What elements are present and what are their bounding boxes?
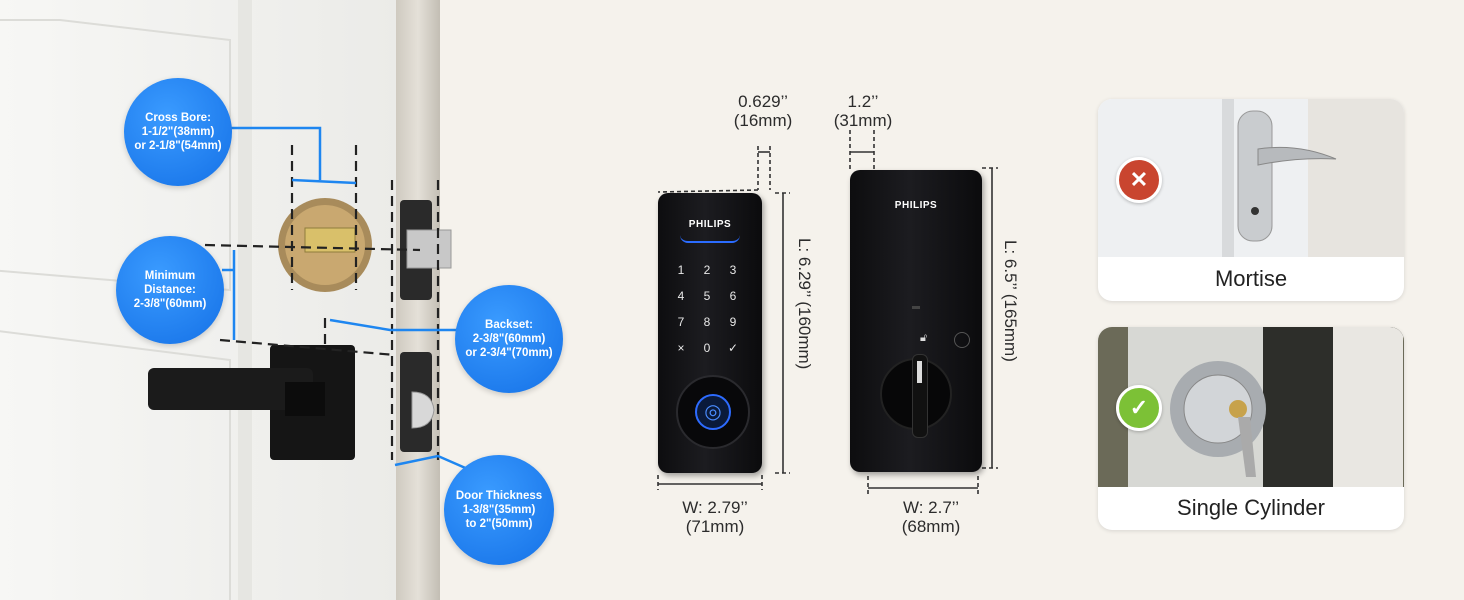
front-lock-body: PHILIPS 1 2 3 4 5 6 7 8 9 × 0 ✓ ◎ xyxy=(658,193,762,473)
keypad-key[interactable]: ✓ xyxy=(727,341,739,355)
mortise-label: Mortise xyxy=(1214,266,1288,291)
check-icon: ✓ xyxy=(1116,385,1162,431)
minimum-distance-callout: Minimum Distance: 2-3/8"(60mm) xyxy=(116,236,224,344)
single-cylinder-photo xyxy=(1098,327,1404,487)
cross-bore-text: Cross Bore: 1-1/2"(38mm) or 2-1/8"(54mm) xyxy=(134,112,222,152)
door-thickness-text: Door Thickness 1-3/8"(35mm) to 2"(50mm) xyxy=(455,490,543,530)
front-lock-dimension-lines xyxy=(657,146,790,490)
thumb-turn-handle[interactable] xyxy=(912,354,928,438)
front-lock-brand: PHILIPS xyxy=(688,219,732,230)
keypad-key[interactable]: 5 xyxy=(703,289,711,303)
front-lock-diagram: PHILIPS 1 2 3 4 5 6 7 8 9 × 0 ✓ ◎ 0.629’… xyxy=(640,80,840,540)
keypad-key[interactable]: 8 xyxy=(703,315,711,329)
x-icon: ✕ xyxy=(1116,157,1162,203)
single-cylinder-card: ✓ Single Cylinder xyxy=(1098,327,1404,530)
front-lock-light-bar xyxy=(680,235,740,243)
back-lock-brand: PHILIPS xyxy=(894,200,938,211)
door-scene: Cross Bore: 1-1/2"(38mm) or 2-1/8"(54mm)… xyxy=(0,0,600,600)
fingerprint-icon: ◎ xyxy=(695,394,731,430)
mortise-photo xyxy=(1098,99,1404,257)
back-lock-width-label: W: 2.7’’ (68mm) xyxy=(901,498,961,536)
fingerprint-knob[interactable]: ◎ xyxy=(676,375,750,449)
keypad-key[interactable]: 1 xyxy=(677,263,685,277)
back-lock-length-label: L: 6.5’’ (165mm) xyxy=(1001,240,1020,362)
keypad-key[interactable]: 2 xyxy=(703,263,711,277)
cross-bore-callout: Cross Bore: 1-1/2"(38mm) or 2-1/8"(54mm) xyxy=(124,78,232,186)
back-lock-depth-label: 1.2’’ (31mm) xyxy=(833,92,893,130)
unlock-icon: 🔓︎ xyxy=(920,332,928,344)
backset-text: Backset: 2-3/8"(60mm) or 2-3/4"(70mm) xyxy=(465,319,553,359)
keypad-key[interactable]: 3 xyxy=(729,263,737,277)
single-cylinder-label: Single Cylinder xyxy=(1177,495,1325,520)
keypad-key[interactable]: 9 xyxy=(729,315,737,329)
keypad-key[interactable]: × xyxy=(677,341,685,355)
keypad-key[interactable]: 7 xyxy=(677,315,685,329)
back-lock-dimension-lines xyxy=(849,130,998,494)
door-thickness-callout: Door Thickness 1-3/8"(35mm) to 2"(50mm) xyxy=(444,455,554,565)
keypad-key[interactable]: 6 xyxy=(729,289,737,303)
minimum-distance-text: Minimum Distance: 2-3/8"(60mm) xyxy=(133,270,207,310)
keypad-key[interactable]: 4 xyxy=(677,289,685,303)
mortise-card: ✕ Mortise xyxy=(1098,99,1404,301)
front-lock-depth-label: 0.629’’ (16mm) xyxy=(733,92,793,130)
front-lock-width-label: W: 2.79’’ (71mm) xyxy=(682,498,748,536)
back-lock-diagram: PHILIPS 🔓︎ 1.2’’ (31mm) L: 6.5’’ (165mm)… xyxy=(830,80,1030,540)
back-lock-body: PHILIPS 🔓︎ xyxy=(850,170,982,472)
keypad: 1 2 3 4 5 6 7 8 9 × 0 ✓ xyxy=(672,263,752,363)
setting-button[interactable] xyxy=(954,332,970,348)
keypad-key[interactable]: 0 xyxy=(703,341,711,355)
thumb-turn-mark xyxy=(917,361,922,383)
thumb-turn[interactable] xyxy=(880,354,952,438)
backset-callout: Backset: 2-3/8"(60mm) or 2-3/4"(70mm) xyxy=(455,285,563,393)
back-lock-indicator xyxy=(912,306,920,309)
front-lock-length-label: L: 6.29’’ (160mm) xyxy=(795,238,814,370)
